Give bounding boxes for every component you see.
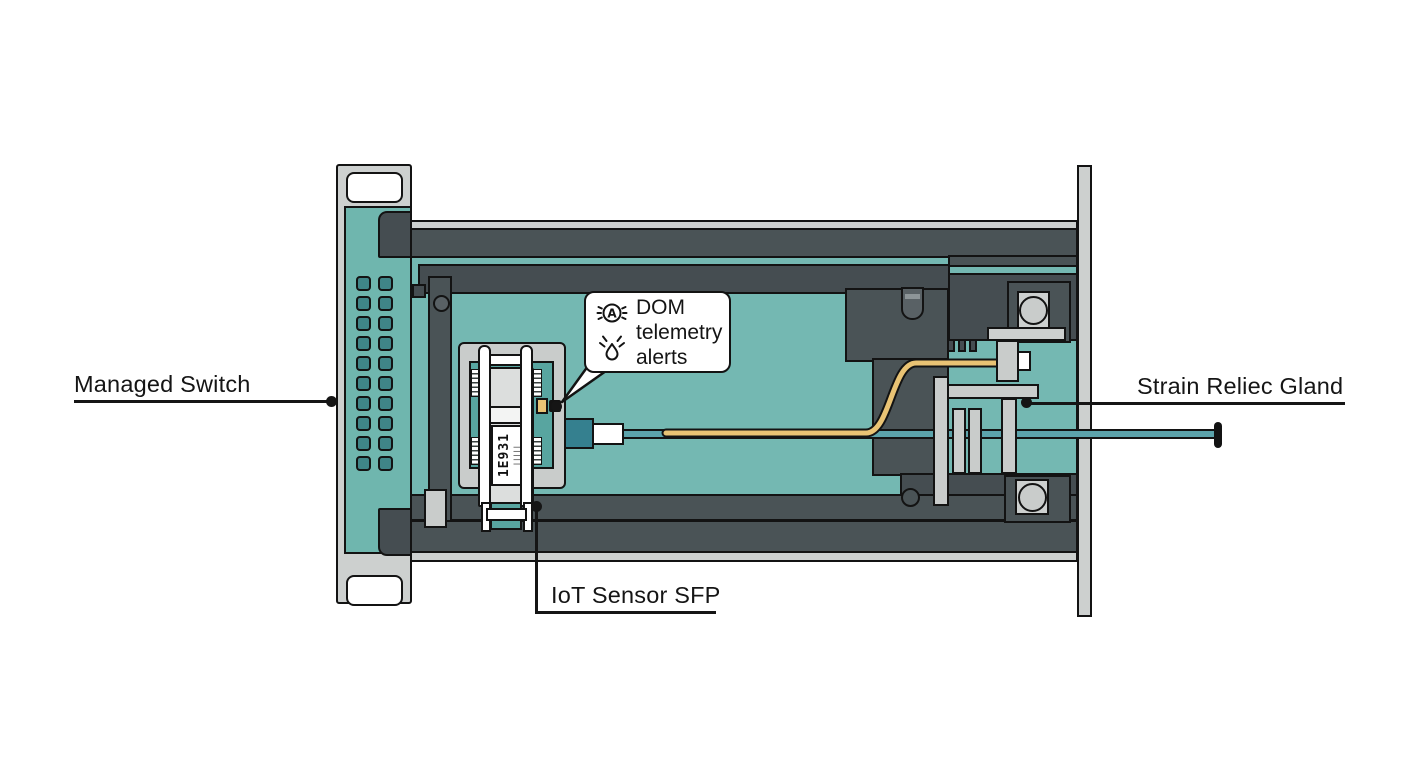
leader-vline-iot-sensor <box>535 506 538 613</box>
rack-ear-right <box>1077 165 1092 617</box>
switch-port <box>378 316 393 331</box>
droplet-icon <box>599 335 625 361</box>
switch-port <box>378 396 393 411</box>
leader-line-managed-switch <box>74 400 332 403</box>
callout-line-2: telemetry <box>636 320 723 344</box>
switch-port <box>378 416 393 431</box>
clamp-tooth <box>958 339 966 352</box>
sfp-part-number: 1E931 <box>496 433 512 478</box>
leader-dot-strain-relief <box>1021 397 1032 408</box>
enclosure-lid <box>410 228 1078 258</box>
switch-port <box>378 456 393 471</box>
switch-port <box>378 436 393 451</box>
sfp-latch-bar <box>486 508 527 521</box>
panel-corner-bracket-top <box>378 211 412 258</box>
gland-clamp-block <box>996 340 1019 382</box>
inner-bracket-hole <box>433 295 450 312</box>
switch-port <box>378 336 393 351</box>
gland-clamp-nub <box>1017 351 1031 371</box>
cable-end-tick <box>1214 422 1222 448</box>
label-iot-sensor-sfp: IoT Sensor SFP <box>551 582 721 608</box>
switch-port <box>356 456 371 471</box>
clamp-plate-c <box>968 408 982 474</box>
clamp-tooth <box>969 339 977 352</box>
leader-hline-iot-sensor <box>535 611 716 614</box>
switch-port <box>378 276 393 291</box>
leader-line-strain-relief <box>1026 402 1345 405</box>
mounting-slot-bottom-left <box>346 575 403 606</box>
switch-port <box>356 316 371 331</box>
capacitor-component <box>901 287 924 320</box>
label-managed-switch: Managed Switch <box>74 371 251 397</box>
callout-icons: A <box>594 299 630 365</box>
switch-port <box>378 356 393 371</box>
sfp-contact-pad <box>536 398 548 414</box>
chassis-block-upper <box>845 288 949 362</box>
switch-port <box>378 296 393 311</box>
enclosure-bottom-strip <box>410 551 1078 562</box>
fiber-connector-ferrule <box>592 423 624 445</box>
leader-dot-managed-switch <box>326 396 337 407</box>
callout-line-3: alerts <box>636 345 688 369</box>
clamp-tooth <box>947 339 955 352</box>
sfp-bail-right <box>520 345 533 507</box>
label-strain-relief: Strain Reliec Gland <box>1137 373 1344 399</box>
inner-chassis-left-step <box>412 284 426 298</box>
switch-port <box>356 416 371 431</box>
fiber-cable <box>623 429 1217 439</box>
enclosure-lid-right-step <box>948 255 1078 267</box>
leader-dot-iot-sensor <box>531 501 542 512</box>
alert-indicator-icon: A <box>596 303 628 323</box>
clamp-plate-b <box>952 408 966 474</box>
callout-box: A DOM telemetry alerts <box>584 291 731 373</box>
panel-corner-bracket-bottom <box>378 508 412 556</box>
switch-port <box>356 376 371 391</box>
switch-port <box>356 356 371 371</box>
switch-port <box>356 296 371 311</box>
sfp-bail-left <box>478 345 491 507</box>
gland-post <box>1001 398 1017 474</box>
switch-port <box>356 436 371 451</box>
switch-port <box>356 276 371 291</box>
svg-text:A: A <box>607 307 617 321</box>
callout-line-1: DOM <box>636 295 685 319</box>
port-grid <box>356 276 393 471</box>
enclosure-bottom-seam <box>410 519 1078 522</box>
inner-bracket-foot <box>424 489 447 528</box>
callout-anchor-dot <box>551 401 562 412</box>
capacitor-highlight <box>905 294 920 299</box>
callout-text: DOM telemetry alerts <box>636 295 722 370</box>
clamp-plate-a <box>933 376 949 506</box>
switch-port <box>378 376 393 391</box>
bolt-head-top <box>1019 296 1048 325</box>
switch-port <box>356 396 371 411</box>
screw-hole-bottom-right <box>901 488 920 507</box>
mounting-slot-top-left <box>346 172 403 203</box>
switch-port <box>356 336 371 351</box>
gland-flange <box>987 327 1066 341</box>
bolt-head-bottom <box>1018 483 1047 512</box>
inner-bracket-left <box>428 276 452 522</box>
